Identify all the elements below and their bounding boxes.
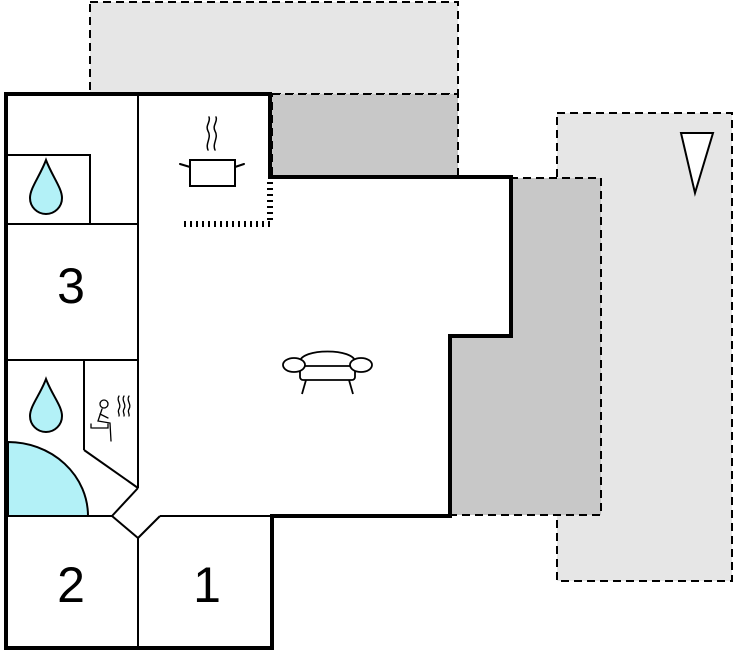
sofa-icon [282, 350, 373, 395]
exterior-wall [4, 92, 513, 650]
kitchen-counter [184, 180, 273, 227]
water-drop-icon [28, 376, 64, 433]
whirlpool-icon [7, 440, 90, 517]
north-arrow-icon [679, 132, 715, 197]
room-label-3: 3 [57, 258, 85, 314]
room-label-2: 2 [57, 557, 85, 613]
cooking-pot-icon [179, 116, 245, 187]
terraces [89, 1, 733, 582]
room-label-1: 1 [193, 557, 221, 613]
water-drop-icon [28, 157, 64, 215]
house-interior [6, 94, 511, 648]
interior-walls [5, 94, 272, 648]
sauna-icon [90, 395, 131, 442]
open-terrace-top [89, 1, 459, 95]
covered-terrace-top [271, 93, 459, 177]
